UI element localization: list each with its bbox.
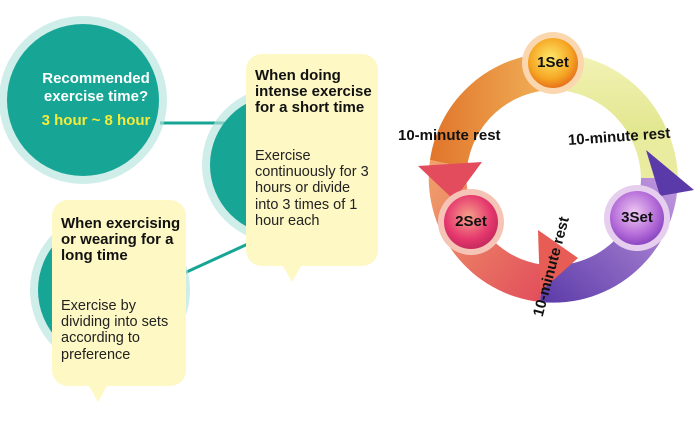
arrowhead-purple-up [646,150,694,196]
bubble-long-box [52,200,186,386]
cycle-segment-top-left [430,53,553,168]
set2-label: 2Set [455,213,487,230]
main-circle [7,24,159,176]
bubble-long-title: When exercising or wearing for a long ti… [61,215,181,264]
set3-circle [610,191,664,245]
bubble-long-tail [88,384,108,402]
bubble-short-title: When doing intense exercise for a short … [255,67,372,116]
set1-label: 1Set [537,54,569,71]
set3-label: 3Set [621,209,653,226]
rest-label-left: 10-minute rest [398,127,501,144]
cycle-segment-right [633,128,678,178]
connector-line-short-to-long [179,241,251,277]
bubble-long-body: Exercise by dividing into sets according… [61,298,169,363]
main-answer: 3 hour ~ 8 hour [41,112,151,129]
set1-circle [528,38,578,88]
set2-circle [444,195,498,249]
bubble-short-body: Exercise continuously for 3 hours or div… [255,148,369,229]
main-question: Recommended exercise time? [42,70,150,105]
arrowhead-red-to-purple [538,230,578,292]
bubble-short-box [246,54,378,266]
bubble-short-tail [282,264,302,282]
arrowhead-orange-to-red [418,162,482,200]
